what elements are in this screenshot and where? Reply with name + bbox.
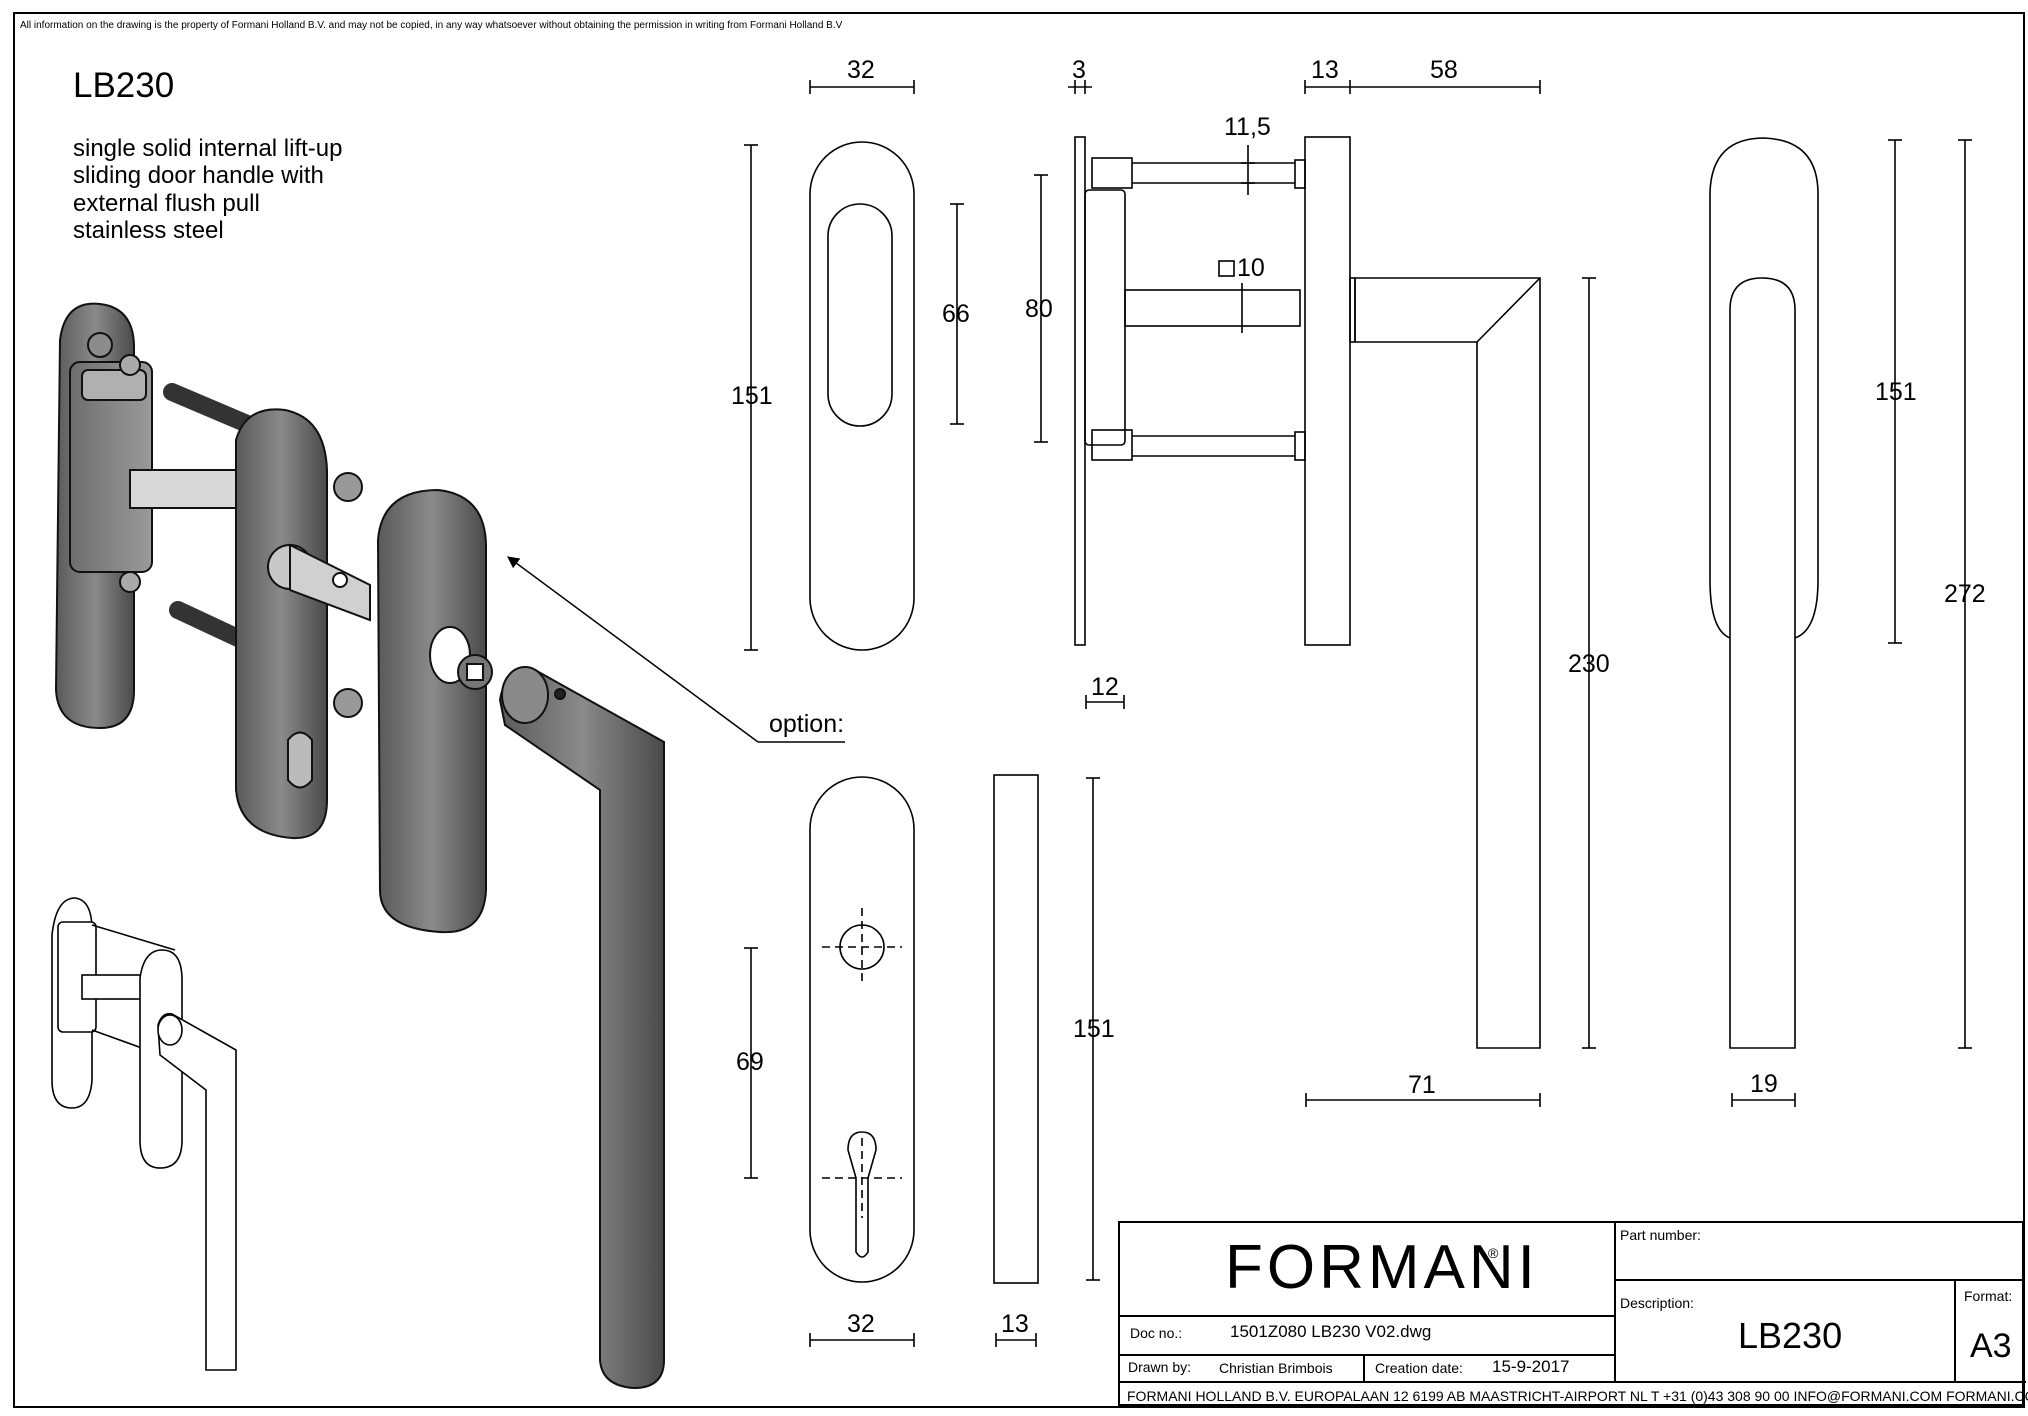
- product-description-line: stainless steel: [73, 217, 224, 244]
- dim-plate-thickness: 3: [1072, 56, 1086, 84]
- dim-handle-length: 230: [1568, 650, 1610, 678]
- doc-no-value: 1501Z080 LB230 V02.dwg: [1230, 1322, 1432, 1341]
- option-label: option:: [769, 710, 845, 738]
- rose-plate: [235, 408, 328, 840]
- dim-pull-height: 151: [731, 382, 773, 410]
- dim-back-plate-height: 151: [1875, 378, 1917, 406]
- product-description-line: sliding door handle with: [73, 162, 324, 189]
- product-description-line: single solid internal lift-up: [73, 135, 343, 162]
- doc-no-label: Doc no.:: [1130, 1325, 1183, 1341]
- assembled-line-view: [51, 897, 237, 1371]
- lever-handle: [498, 668, 665, 1390]
- description-value: LB230: [1738, 1315, 1843, 1356]
- dim-option-plate-height: 151: [1073, 1015, 1115, 1043]
- copyright-notice: All information on the drawing is the pr…: [20, 20, 843, 31]
- creation-date-label: Creation date:: [1375, 1360, 1463, 1376]
- dim-spindle-square: 10: [1237, 254, 1265, 282]
- dim-option-plate-thickness: 13: [1001, 1310, 1029, 1338]
- front-view-pull: [744, 80, 964, 651]
- part-number-label: Part number:: [1620, 1227, 1701, 1243]
- dim-handle-projection: 58: [1430, 56, 1458, 84]
- dim-pull-width: 32: [847, 56, 875, 84]
- dim-grip-width: 19: [1750, 1070, 1778, 1098]
- dim-handle-reach: 71: [1408, 1071, 1436, 1099]
- dim-spindle-offset: 12: [1091, 673, 1119, 701]
- format-value: A3: [1970, 1327, 2012, 1365]
- option-arrow: [507, 556, 759, 743]
- dim-option-plate-width: 32: [847, 1310, 875, 1338]
- side-view: [1034, 80, 1596, 1107]
- sheet-border: [13, 12, 2025, 1408]
- dim-option-hole-spacing: 69: [736, 1048, 764, 1076]
- company-footer: FORMANI HOLLAND B.V. EUROPALAAN 12 6199 …: [1127, 1388, 2028, 1404]
- dim-rose-thickness: 13: [1311, 56, 1339, 84]
- option-plate-front: [744, 776, 915, 1347]
- dim-spindle-spacing: 80: [1025, 295, 1053, 323]
- dim-screw-diameter: 11,5: [1224, 113, 1271, 141]
- flush-pull-option: [376, 488, 487, 934]
- product-code: LB230: [73, 66, 175, 105]
- exploded-3d-view: [54, 302, 845, 1390]
- drawn-by-label: Drawn by:: [1128, 1359, 1192, 1375]
- drawn-by-value: Christian Brimbois: [1219, 1360, 1333, 1376]
- dim-pull-recess: 66: [942, 300, 970, 328]
- option-plate-side: [993, 774, 1100, 1347]
- lock-box: [69, 361, 153, 573]
- creation-date-value: 15-9-2017: [1492, 1357, 1570, 1376]
- description-label: Description:: [1620, 1295, 1694, 1311]
- registered-mark: ®: [1488, 1245, 1499, 1261]
- title-block: [1118, 1221, 2026, 1406]
- dim-total-height: 272: [1944, 580, 1986, 608]
- back-view-handle: [1709, 137, 1972, 1107]
- formani-logo: FORMANI: [1225, 1233, 1539, 1302]
- format-label: Format:: [1964, 1288, 2013, 1304]
- product-description-line: external flush pull: [73, 190, 260, 217]
